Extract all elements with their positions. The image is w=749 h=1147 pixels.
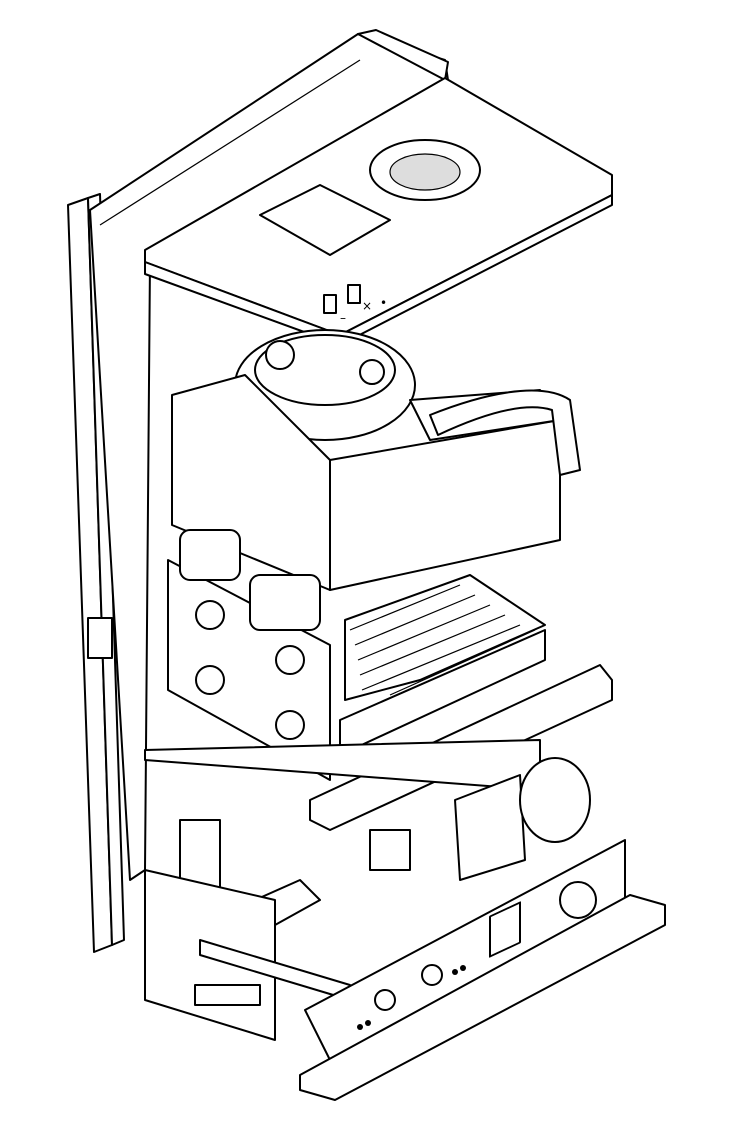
pump-head: [519, 757, 591, 843]
display-window: [489, 901, 521, 958]
burner-front-plate: [167, 529, 331, 781]
test-point-left: [323, 294, 337, 314]
test-point-right: [347, 284, 361, 304]
selector-knob: [559, 881, 597, 919]
connector-mark-dot: •: [380, 296, 387, 310]
burner-bars: [339, 574, 546, 756]
control-panel: [299, 839, 666, 1101]
access-cover: [259, 184, 391, 256]
left-side-frame: [67, 193, 125, 953]
gas-pipe: [429, 389, 581, 476]
lower-hydraulics: [144, 739, 591, 926]
control-panel-cover: [299, 894, 666, 1101]
connector-mark-cross: ×: [362, 299, 372, 313]
connector-mark-minus: –: [340, 311, 346, 325]
top-plate: – × •: [144, 77, 613, 346]
pump: [454, 774, 526, 881]
viewing-port: [195, 600, 225, 630]
